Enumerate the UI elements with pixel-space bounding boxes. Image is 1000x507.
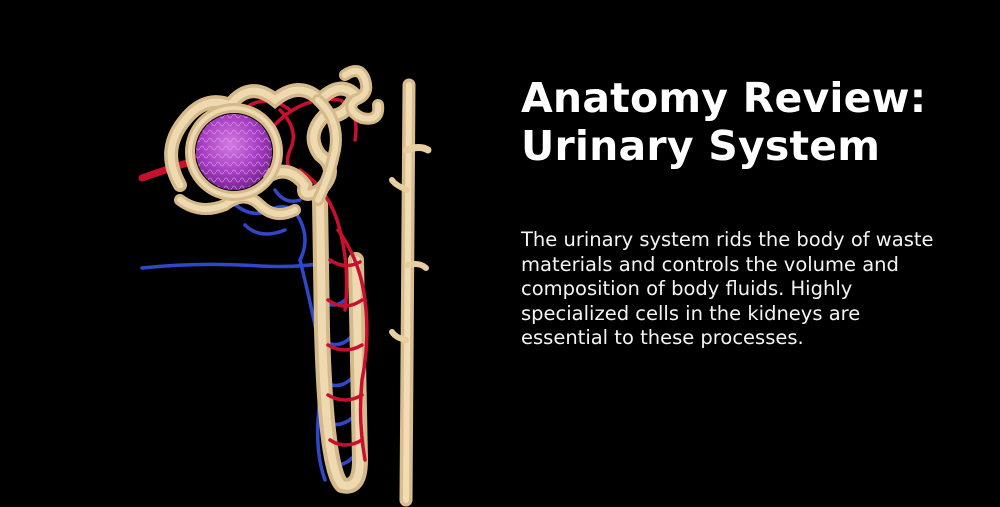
title-line-2: Urinary System (521, 122, 881, 170)
slide-title: Anatomy Review: Urinary System (521, 74, 961, 170)
text-panel: Anatomy Review: Urinary System The urina… (521, 74, 961, 351)
nephron-illustration (138, 65, 432, 507)
title-line-1: Anatomy Review: (521, 74, 927, 122)
collecting-duct (389, 78, 432, 507)
glomerulus (185, 103, 283, 201)
loop-of-henle (312, 192, 369, 494)
slide-body-text: The urinary system rids the body of wast… (521, 228, 934, 349)
